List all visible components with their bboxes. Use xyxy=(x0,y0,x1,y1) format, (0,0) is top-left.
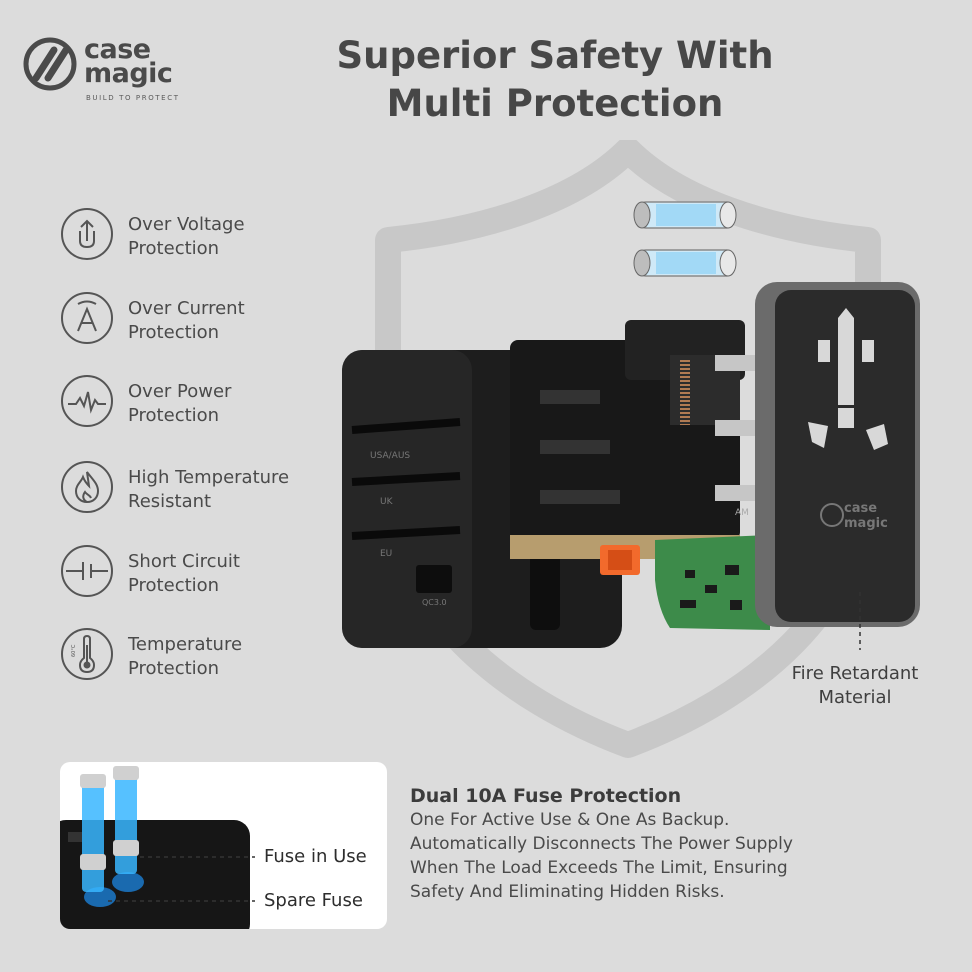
pcb-board xyxy=(510,535,770,630)
spare-fuse-label: Spare Fuse xyxy=(264,890,363,911)
faceplate-logo-line2: magic xyxy=(844,516,888,531)
page-title-line1: Superior Safety With xyxy=(336,34,774,77)
page-title-line2: Multi Protection xyxy=(386,82,724,125)
feature-label: Short Circuit Protection xyxy=(128,551,240,596)
fire-retardant-label: Fire Retardant Material xyxy=(791,663,919,708)
page-title: Superior Safety With Multi Protection xyxy=(300,32,810,128)
feature-over-current: Over Current Protection xyxy=(56,289,336,351)
feature-label: Over Current Protection xyxy=(128,298,245,343)
feature-high-temperature: High Temperature Resistant xyxy=(56,458,336,520)
spare-fuse-icon xyxy=(113,766,139,874)
adapter-faceplate: case magic xyxy=(755,282,920,627)
fuse-description-body: One For Active Use & One As Backup. Auto… xyxy=(410,810,793,902)
feature-temperature: 60°C Temperature Protection xyxy=(56,625,336,687)
thermometer-tag: 60°C xyxy=(71,644,77,657)
shield-background-icon xyxy=(375,140,881,758)
brand-name: case magic xyxy=(84,34,173,89)
internal-mechanism: AM xyxy=(510,320,775,540)
flame-icon xyxy=(61,461,113,513)
feature-short-circuit: Short Circuit Protection xyxy=(56,542,336,604)
brand-tagline: BUILD TO PROTECT xyxy=(86,94,180,102)
brand-name-line2: magic xyxy=(84,58,173,89)
circuit-break-icon xyxy=(61,545,113,597)
letter-a-icon xyxy=(61,292,113,344)
fuse-in-use-icon xyxy=(80,774,106,892)
thermometer-icon: 60°C xyxy=(61,628,113,680)
fuse-description: Dual 10A Fuse Protection One For Active … xyxy=(410,784,870,904)
port-label: QC3.0 xyxy=(422,598,447,607)
fuse-top-icon xyxy=(633,201,737,229)
fuse-inset-illustration xyxy=(60,766,255,929)
power-spike-icon xyxy=(61,375,113,427)
fuse-inset-card: Fuse in Use Spare Fuse xyxy=(60,762,387,929)
feature-label: Over Power Protection xyxy=(128,381,232,426)
am-label: AM xyxy=(735,508,749,518)
prong-label-uk: UK xyxy=(380,497,394,507)
brand-logo: case magic BUILD TO PROTECT xyxy=(22,36,202,106)
adapter-exploded-view: USA/AUS UK EU QC3.0 AM xyxy=(342,201,920,650)
brand-logo-mark-icon xyxy=(23,37,77,91)
feature-label: Temperature Protection xyxy=(128,634,243,679)
faceplate-logo-line1: case xyxy=(844,501,877,516)
feature-label: Over Voltage Protection xyxy=(128,214,245,259)
feature-over-power: Over Power Protection xyxy=(56,372,336,434)
feature-label: High Temperature Resistant xyxy=(128,467,290,512)
prong-label-usa: USA/AUS xyxy=(370,451,410,461)
brand-name-line1: case xyxy=(84,34,151,65)
fuse-in-use-label: Fuse in Use xyxy=(264,846,367,867)
feature-over-voltage: Over Voltage Protection xyxy=(56,205,336,267)
fuse-description-heading: Dual 10A Fuse Protection xyxy=(410,785,682,807)
prong-label-eu: EU xyxy=(380,549,392,559)
fuse-bottom-icon xyxy=(633,249,737,277)
up-arrow-u-icon xyxy=(61,208,113,260)
